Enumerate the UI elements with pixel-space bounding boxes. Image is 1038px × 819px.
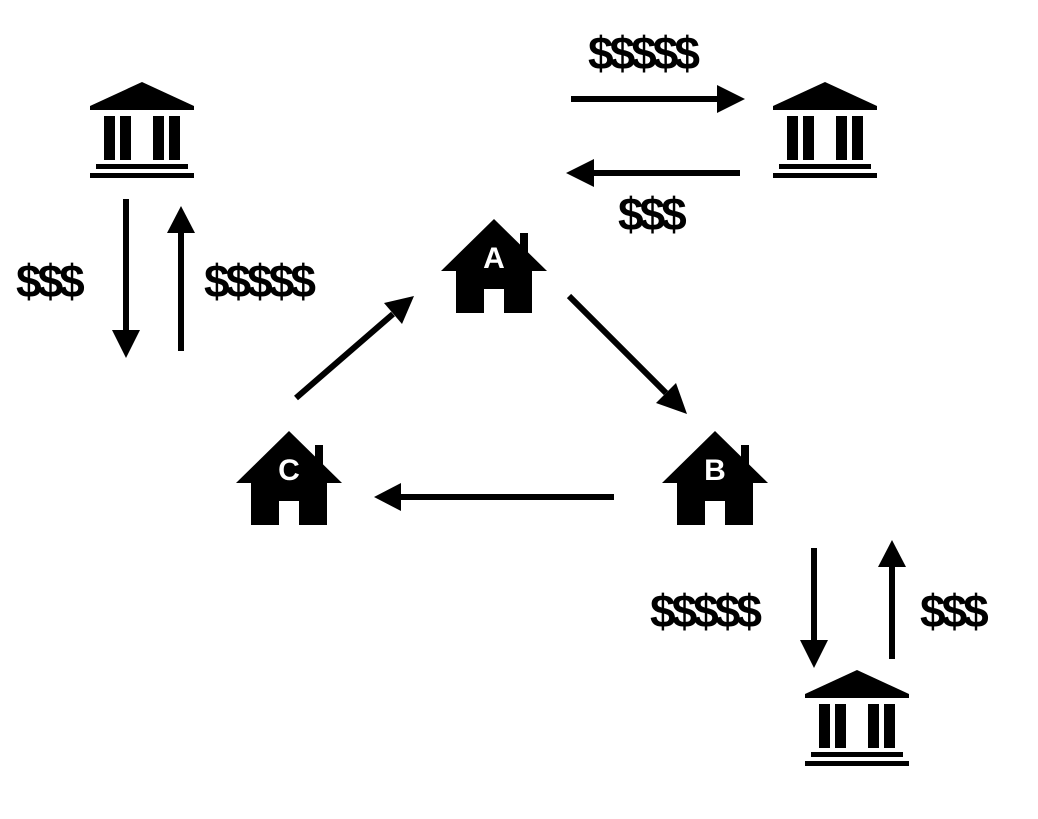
arrow-bottom-down — [800, 548, 828, 668]
arrow-b-to-c — [374, 483, 614, 511]
money-label-bottom-up: $$$ — [920, 585, 988, 637]
money-label-left-up: $$$$$ — [204, 255, 315, 307]
arrow-top-right-out — [571, 85, 745, 113]
money-label-top-right-back: $$$ — [618, 188, 686, 240]
bank-icon-bottom-right — [805, 670, 909, 766]
house-icon-c: C — [236, 431, 342, 527]
arrow-c-to-a — [294, 296, 414, 401]
bank-icon-left — [90, 82, 194, 178]
money-label-top-right-out: $$$$$ — [588, 27, 699, 79]
arrow-top-right-back — [566, 159, 740, 187]
arrow-bottom-up — [878, 540, 906, 659]
arrow-a-to-b — [566, 293, 687, 414]
house-icon-a: A — [441, 219, 547, 315]
house-icon-b: B — [662, 431, 768, 527]
money-label-bottom-down: $$$$$ — [650, 585, 761, 637]
money-label-left-down: $$$ — [16, 255, 84, 307]
arrow-left-up — [167, 206, 195, 351]
arrow-left-down — [112, 199, 140, 358]
bank-icon-top-right — [773, 82, 877, 178]
house-label-a: A — [483, 242, 505, 275]
house-label-c: C — [278, 454, 300, 487]
house-label-b: B — [704, 454, 726, 487]
